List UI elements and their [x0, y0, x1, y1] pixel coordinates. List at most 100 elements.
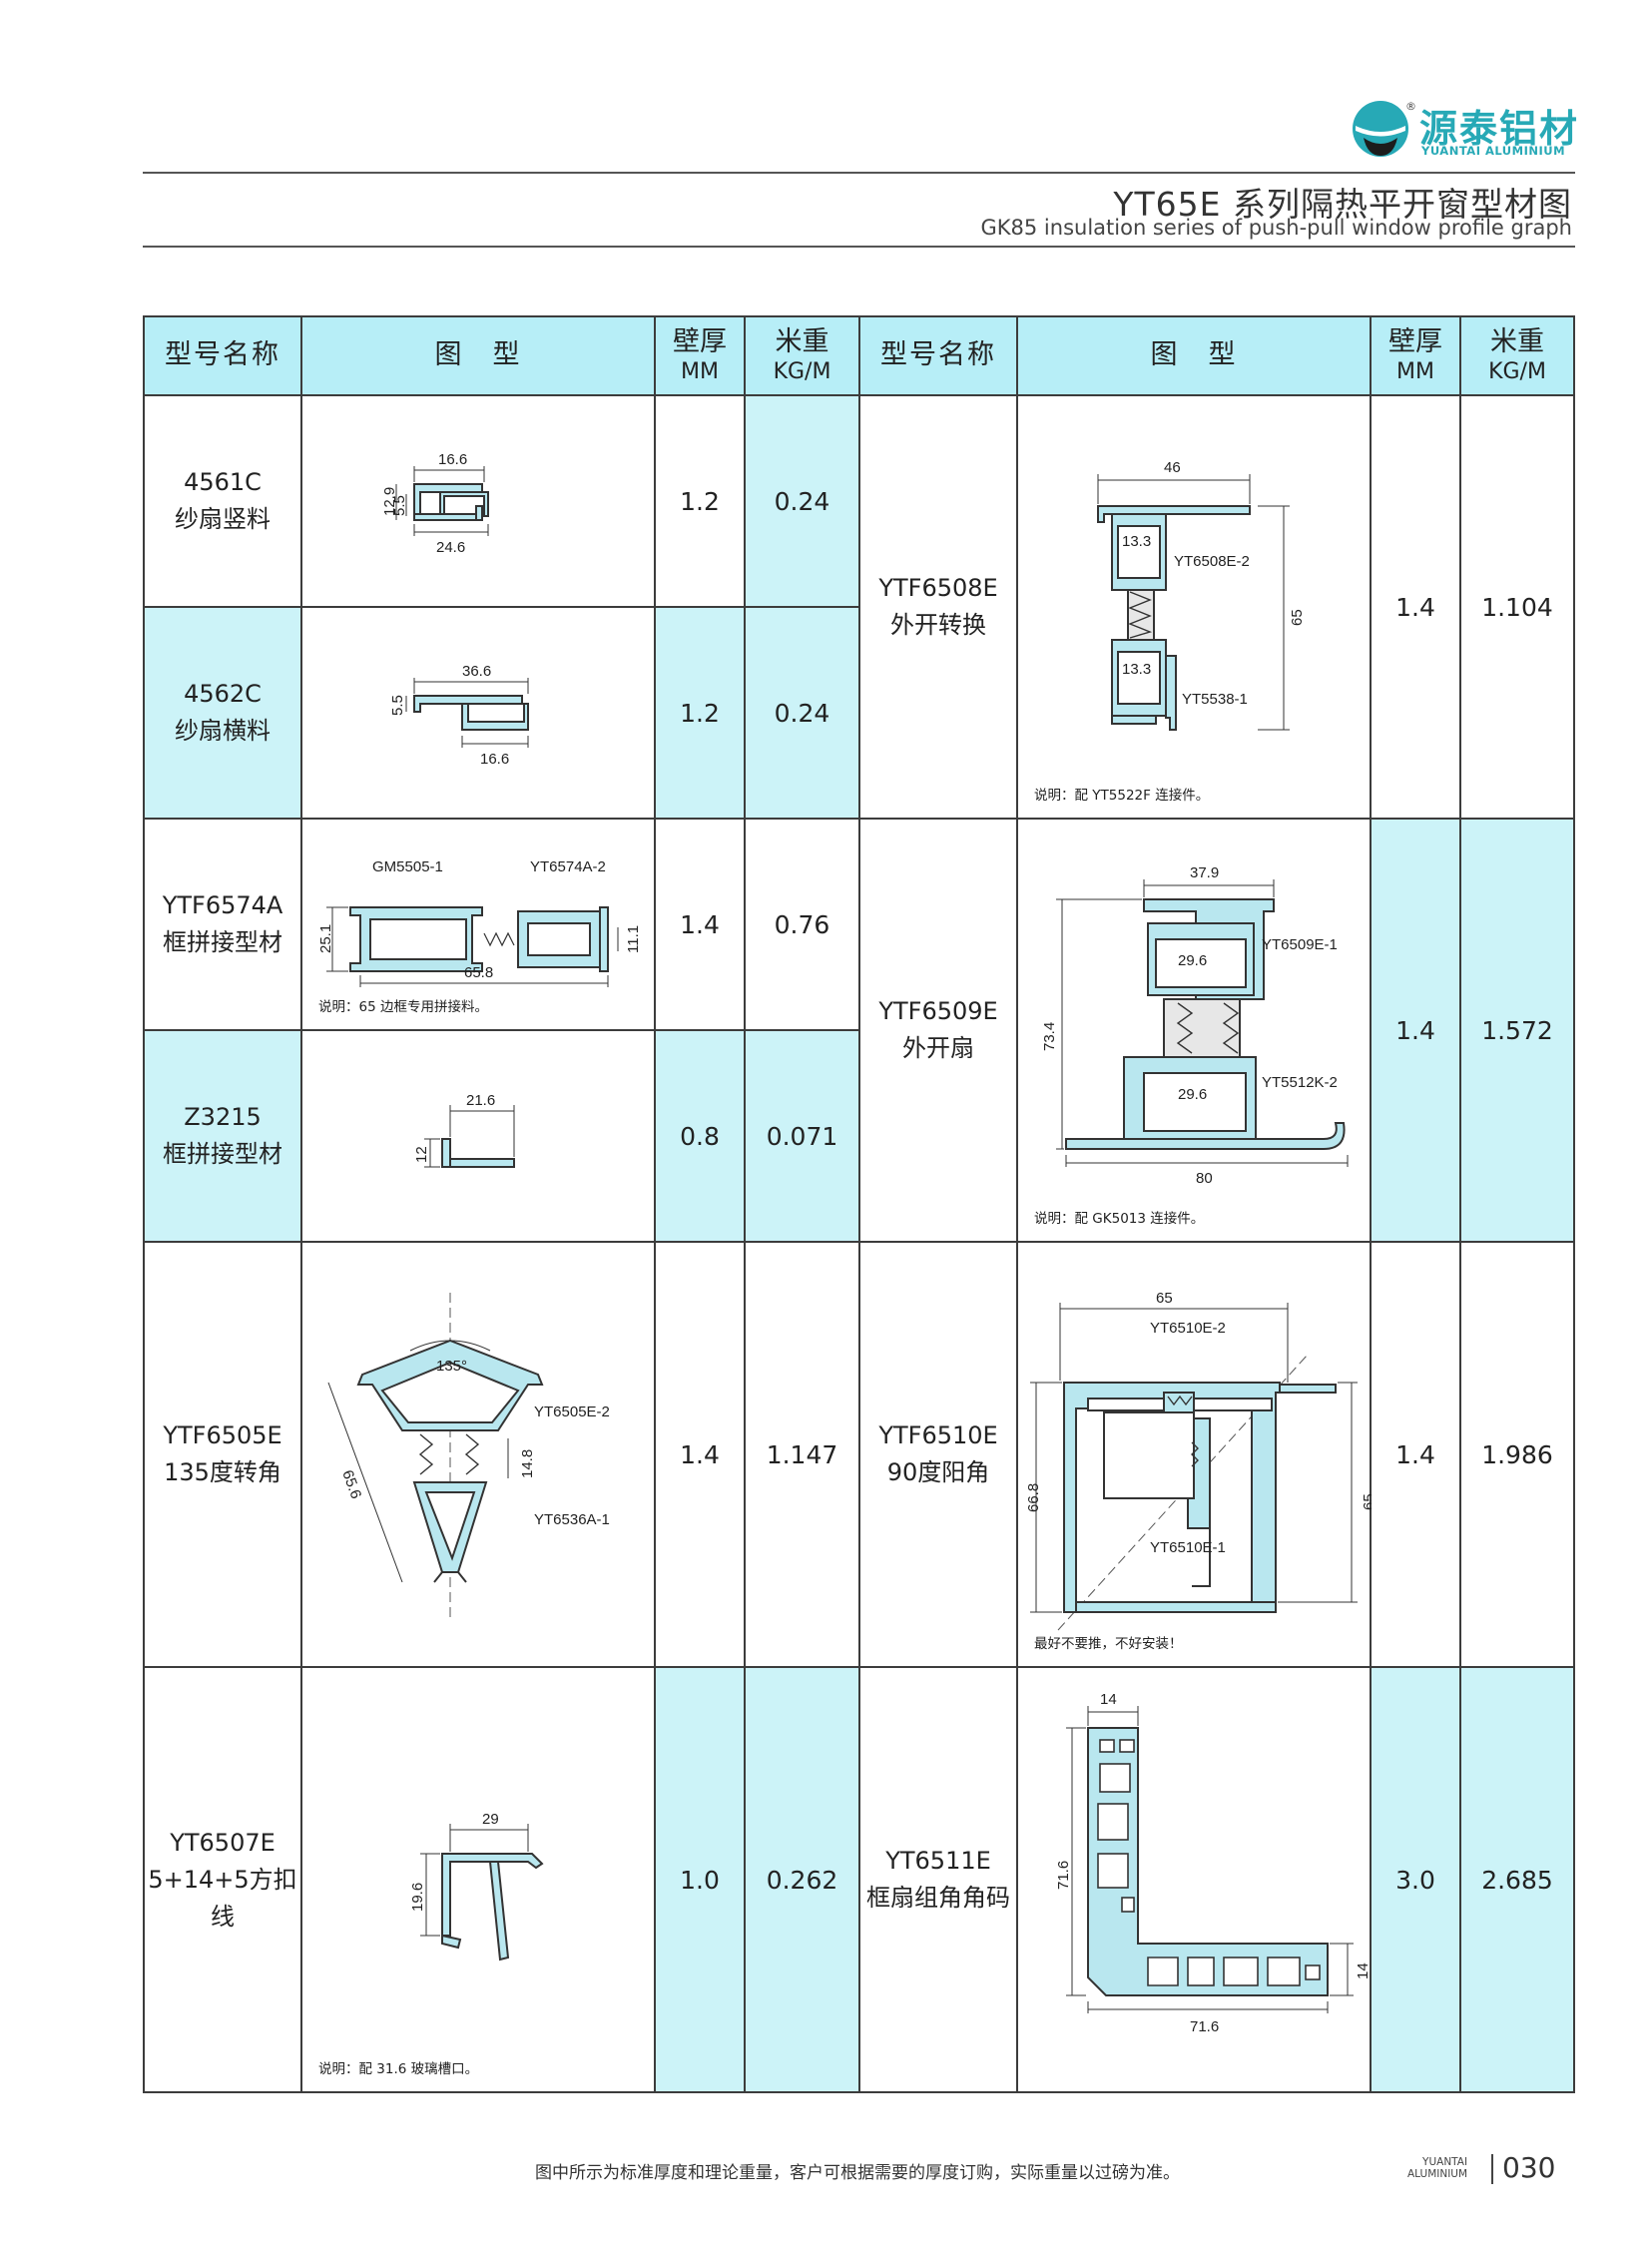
wall-thickness: 0.8 [654, 1029, 746, 1243]
header-wall-label: 壁厚 [673, 326, 727, 358]
footer-brand-line2: ALUMINIUM [1407, 2168, 1468, 2180]
dim-label: 24.6 [436, 539, 465, 556]
dim-label: YT5538-1 [1182, 691, 1248, 708]
profile-drawing-z3215: 21.6 12 [300, 1029, 656, 1243]
dim-label: 135° [436, 1358, 467, 1375]
header-model: 型号名称 [143, 315, 302, 396]
dim-label: 29.6 [1178, 1086, 1207, 1103]
dim-label: 12 [413, 1146, 430, 1163]
header-weight-unit-2: KG/M [1488, 358, 1546, 384]
dim-label: 71.6 [1190, 2018, 1219, 2035]
profile-drawing-4561c: 16.6 12.9 5.5 24.6 [300, 394, 656, 608]
wall-thickness: 1.0 [654, 1666, 746, 2093]
header-drawing-2: 图 型 [1016, 315, 1372, 396]
profile-drawing-ytf6505e: 135° YT6505E-2 14.8 YT6536A-1 65.6 [300, 1241, 656, 1668]
drawing-note: 说明：配 31.6 玻璃槽口。 [318, 2061, 479, 2077]
dim-label: GM5505-1 [372, 858, 443, 875]
model-desc: 90度阳角 [886, 1458, 990, 1486]
model-code: YTF6505E [163, 1421, 282, 1449]
model-code: YTF6510E [878, 1421, 998, 1449]
weight-per-meter: 0.24 [744, 606, 860, 820]
footer-note: 图中所示为标准厚度和理论重量，客户可根据需要的厚度订购，实际重量以过磅为准。 [535, 2163, 1180, 2183]
model-desc: 纱扇横料 [175, 717, 271, 745]
header-weight-label-2: 米重 [1490, 326, 1544, 358]
brand-name-en: YUANTAI ALUMINIUM [1421, 144, 1566, 158]
model-code: YTF6509E [878, 997, 998, 1025]
dim-label: 12.9 [381, 487, 398, 516]
dim-label: YT6509E-1 [1262, 936, 1338, 953]
dim-label: 65.6 [338, 1468, 364, 1501]
brand-name-cn: 源泰铝材 [1419, 107, 1580, 151]
dim-label: 46 [1164, 459, 1181, 476]
dim-label: 65 [1289, 609, 1306, 626]
header-rule-top [143, 172, 1575, 174]
dim-label: YT6505E-2 [534, 1403, 610, 1420]
drawing-note: 最好不要推，不好安装！ [1034, 1636, 1183, 1652]
dim-label: 65 [1156, 1290, 1173, 1307]
weight-per-meter: 0.24 [744, 394, 860, 608]
wall-thickness: 1.4 [1370, 394, 1461, 820]
dim-label: 25.1 [317, 924, 334, 953]
model-desc: 框拼接型材 [163, 928, 282, 956]
model-code: Z3215 [184, 1103, 262, 1131]
dim-label: YT6574A-2 [530, 858, 606, 875]
dim-label: 36.6 [462, 663, 491, 680]
wall-thickness: 1.4 [1370, 818, 1461, 1243]
header-drawing: 图 型 [300, 315, 656, 396]
footer-divider [1491, 2154, 1493, 2184]
profile-drawing-ytf6574a: GM5505-1 YT6574A-2 25.1 11.1 65.8 说明：65 … [300, 818, 656, 1031]
dim-label: 13.3 [1122, 533, 1151, 550]
dim-label: 21.6 [466, 1092, 495, 1109]
yuantai-logo-icon [1353, 101, 1408, 157]
dim-label: 14 [1355, 1962, 1372, 1979]
page-number: 030 [1502, 2151, 1556, 2184]
drawing-note: 说明：65 边框专用拼接料。 [318, 999, 488, 1015]
model-desc: 5+14+5方扣线 [148, 1865, 297, 1931]
dim-label: YT6510E-2 [1150, 1320, 1226, 1337]
dim-label: 16.6 [438, 451, 467, 468]
header-weight-label: 米重 [775, 326, 829, 358]
dim-label: 65 [1361, 1493, 1372, 1510]
model-desc: 纱扇竖料 [175, 505, 271, 533]
weight-per-meter: 1.147 [744, 1241, 860, 1668]
registered-mark: ® [1405, 100, 1416, 113]
weight-per-meter: 0.262 [744, 1666, 860, 2093]
drawing-note: 说明：配 GK5013 连接件。 [1034, 1211, 1205, 1227]
profile-drawing-ytf6509e: 37.9 YT6509E-1 29.6 73.4 29.6 YT5512K-2 … [1016, 818, 1372, 1243]
brand-logo: ® 源泰铝材 YUANTAI ALUMINIUM [1350, 98, 1579, 162]
wall-thickness: 3.0 [1370, 1666, 1461, 2093]
wall-thickness: 1.2 [654, 606, 746, 820]
profile-drawing-ytf6508e: 46 13.3 YT6508E-2 65 13.3 YT5538-1 说明：配 … [1016, 394, 1372, 820]
dim-label: 14 [1100, 1691, 1117, 1708]
model-code: YT6507E [170, 1828, 275, 1857]
wall-thickness: 1.2 [654, 394, 746, 608]
weight-per-meter: 1.986 [1459, 1241, 1575, 1668]
header-weight-unit: KG/M [773, 358, 831, 384]
model-code: YT6511E [885, 1847, 991, 1875]
model-code: YTF6574A [162, 891, 283, 919]
dim-label: 37.9 [1190, 864, 1219, 881]
dim-label: 66.8 [1025, 1483, 1042, 1512]
weight-per-meter: 0.76 [744, 818, 860, 1031]
dim-label: 29 [482, 1811, 499, 1828]
dim-label: 29.6 [1178, 952, 1207, 969]
footer-brand-line1: YUANTAI [1422, 2156, 1468, 2168]
model-desc: 外开扇 [902, 1034, 974, 1062]
drawing-note: 说明：配 YT5522F 连接件。 [1034, 788, 1210, 804]
header-rule-bottom [143, 246, 1575, 248]
